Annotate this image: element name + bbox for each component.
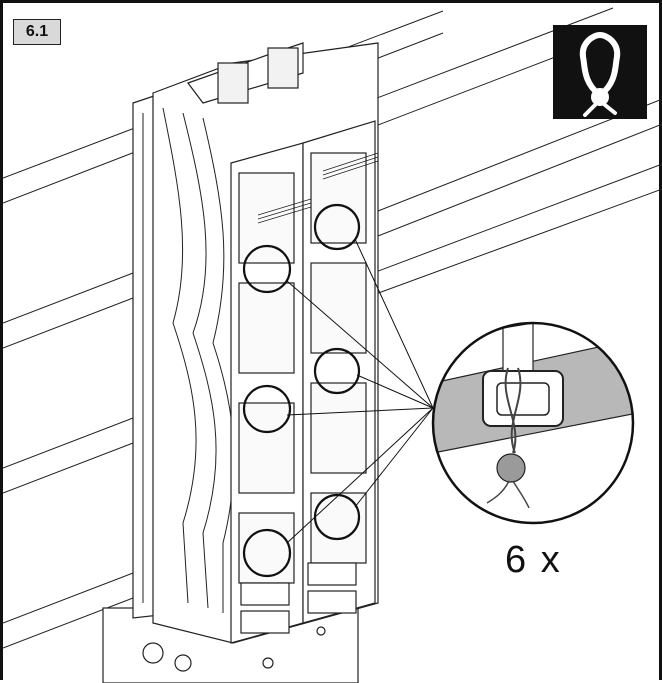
fuse-carrier-left [230,142,304,644]
seal-point-4 [242,384,292,434]
seal-point-2 [313,203,361,251]
quantity-label: 6 x [505,539,562,581]
leader-lines [286,238,434,544]
seal-point-1 [242,244,292,294]
detail-zoom [431,321,635,525]
step-number-badge: 6.1 [13,19,61,45]
side-profile [142,107,235,613]
lead-seal-icon [553,25,647,119]
handle-covers [257,152,379,224]
seal-point-6 [242,528,292,578]
fuse-carrier-right [302,120,376,624]
fuse-switch-illustration [3,7,662,683]
seal-point-3 [313,347,361,395]
seal-point-markers [242,203,361,578]
